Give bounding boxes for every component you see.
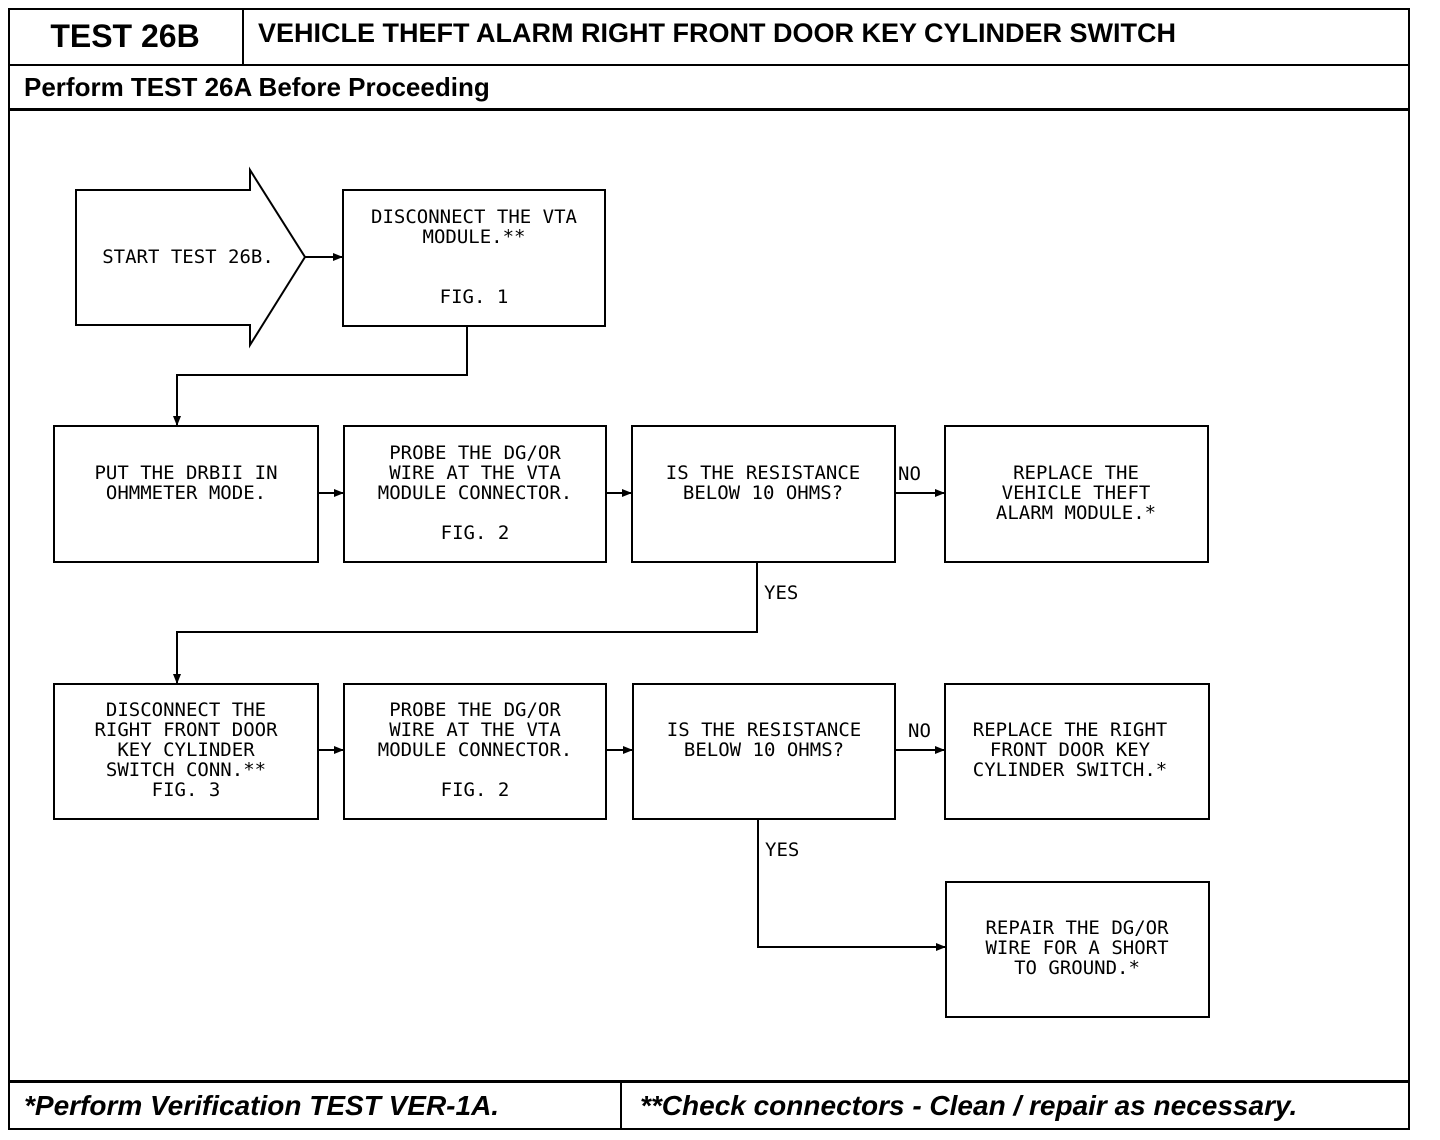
repair-wire-box <box>945 881 1210 1018</box>
probe2-text: PROBE THE DG/OR WIRE AT THE VTA MODULE C… <box>377 699 573 801</box>
page-title: VEHICLE THEFT ALARM RIGHT FRONT DOOR KEY… <box>258 18 1176 48</box>
edge-disconnect-to-ohmmeter <box>173 327 468 426</box>
start-label: START TEST 26B. <box>102 246 274 268</box>
question2-text: IS THE RESISTANCE BELOW 10 OHMS? <box>666 719 862 761</box>
disconnect-switch-box <box>53 683 319 820</box>
ohmmeter-text: PUT THE DRBII IN OHMMETER MODE. <box>94 462 278 504</box>
footer-connectors-note: **Check connectors - Clean / repair as n… <box>640 1090 1298 1121</box>
footer-vertical-divider <box>620 1080 622 1130</box>
yes-label-1: YES <box>764 582 799 604</box>
header-divider <box>8 64 1410 66</box>
edge-question2-yes <box>757 820 946 951</box>
ohmmeter-box <box>53 425 319 563</box>
footer-divider <box>8 1080 1410 1083</box>
disconnect-vta-text: DISCONNECT THE VTA MODULE.** FIG. 1 <box>371 206 577 308</box>
question2-box <box>632 683 896 820</box>
probe2-box <box>343 683 607 820</box>
disconnect-vta-box <box>342 189 606 327</box>
probe1-box <box>343 425 607 563</box>
footer-verification-note: *Perform Verification TEST VER-1A. <box>24 1090 500 1121</box>
repair-wire-text: REPAIR THE DG/OR WIRE FOR A SHORT TO GRO… <box>985 917 1169 979</box>
replace-switch-text: REPLACE THE RIGHT FRONT DOOR KEY CYLINDE… <box>972 719 1168 781</box>
yes-label-2: YES <box>765 839 800 861</box>
replace-switch-box <box>944 683 1210 820</box>
edge-question1-yes <box>173 563 758 684</box>
replace-module-text: REPLACE THE VEHICLE THEFT ALARM MODULE.* <box>995 462 1157 524</box>
disconnect-switch-text: DISCONNECT THE RIGHT FRONT DOOR KEY CYLI… <box>94 699 278 801</box>
question1-text: IS THE RESISTANCE BELOW 10 OHMS? <box>665 462 861 504</box>
start-arrow-shape <box>75 166 307 349</box>
replace-module-box <box>944 425 1209 563</box>
prerequisite-note: Perform TEST 26A Before Proceeding <box>24 72 490 102</box>
question1-box <box>631 425 896 563</box>
header-divider-bottom <box>8 108 1410 111</box>
probe1-text: PROBE THE DG/OR WIRE AT THE VTA MODULE C… <box>377 442 573 544</box>
page-frame <box>8 8 1410 1130</box>
no-label-1: NO <box>898 463 921 485</box>
no-label-2: NO <box>908 720 931 742</box>
